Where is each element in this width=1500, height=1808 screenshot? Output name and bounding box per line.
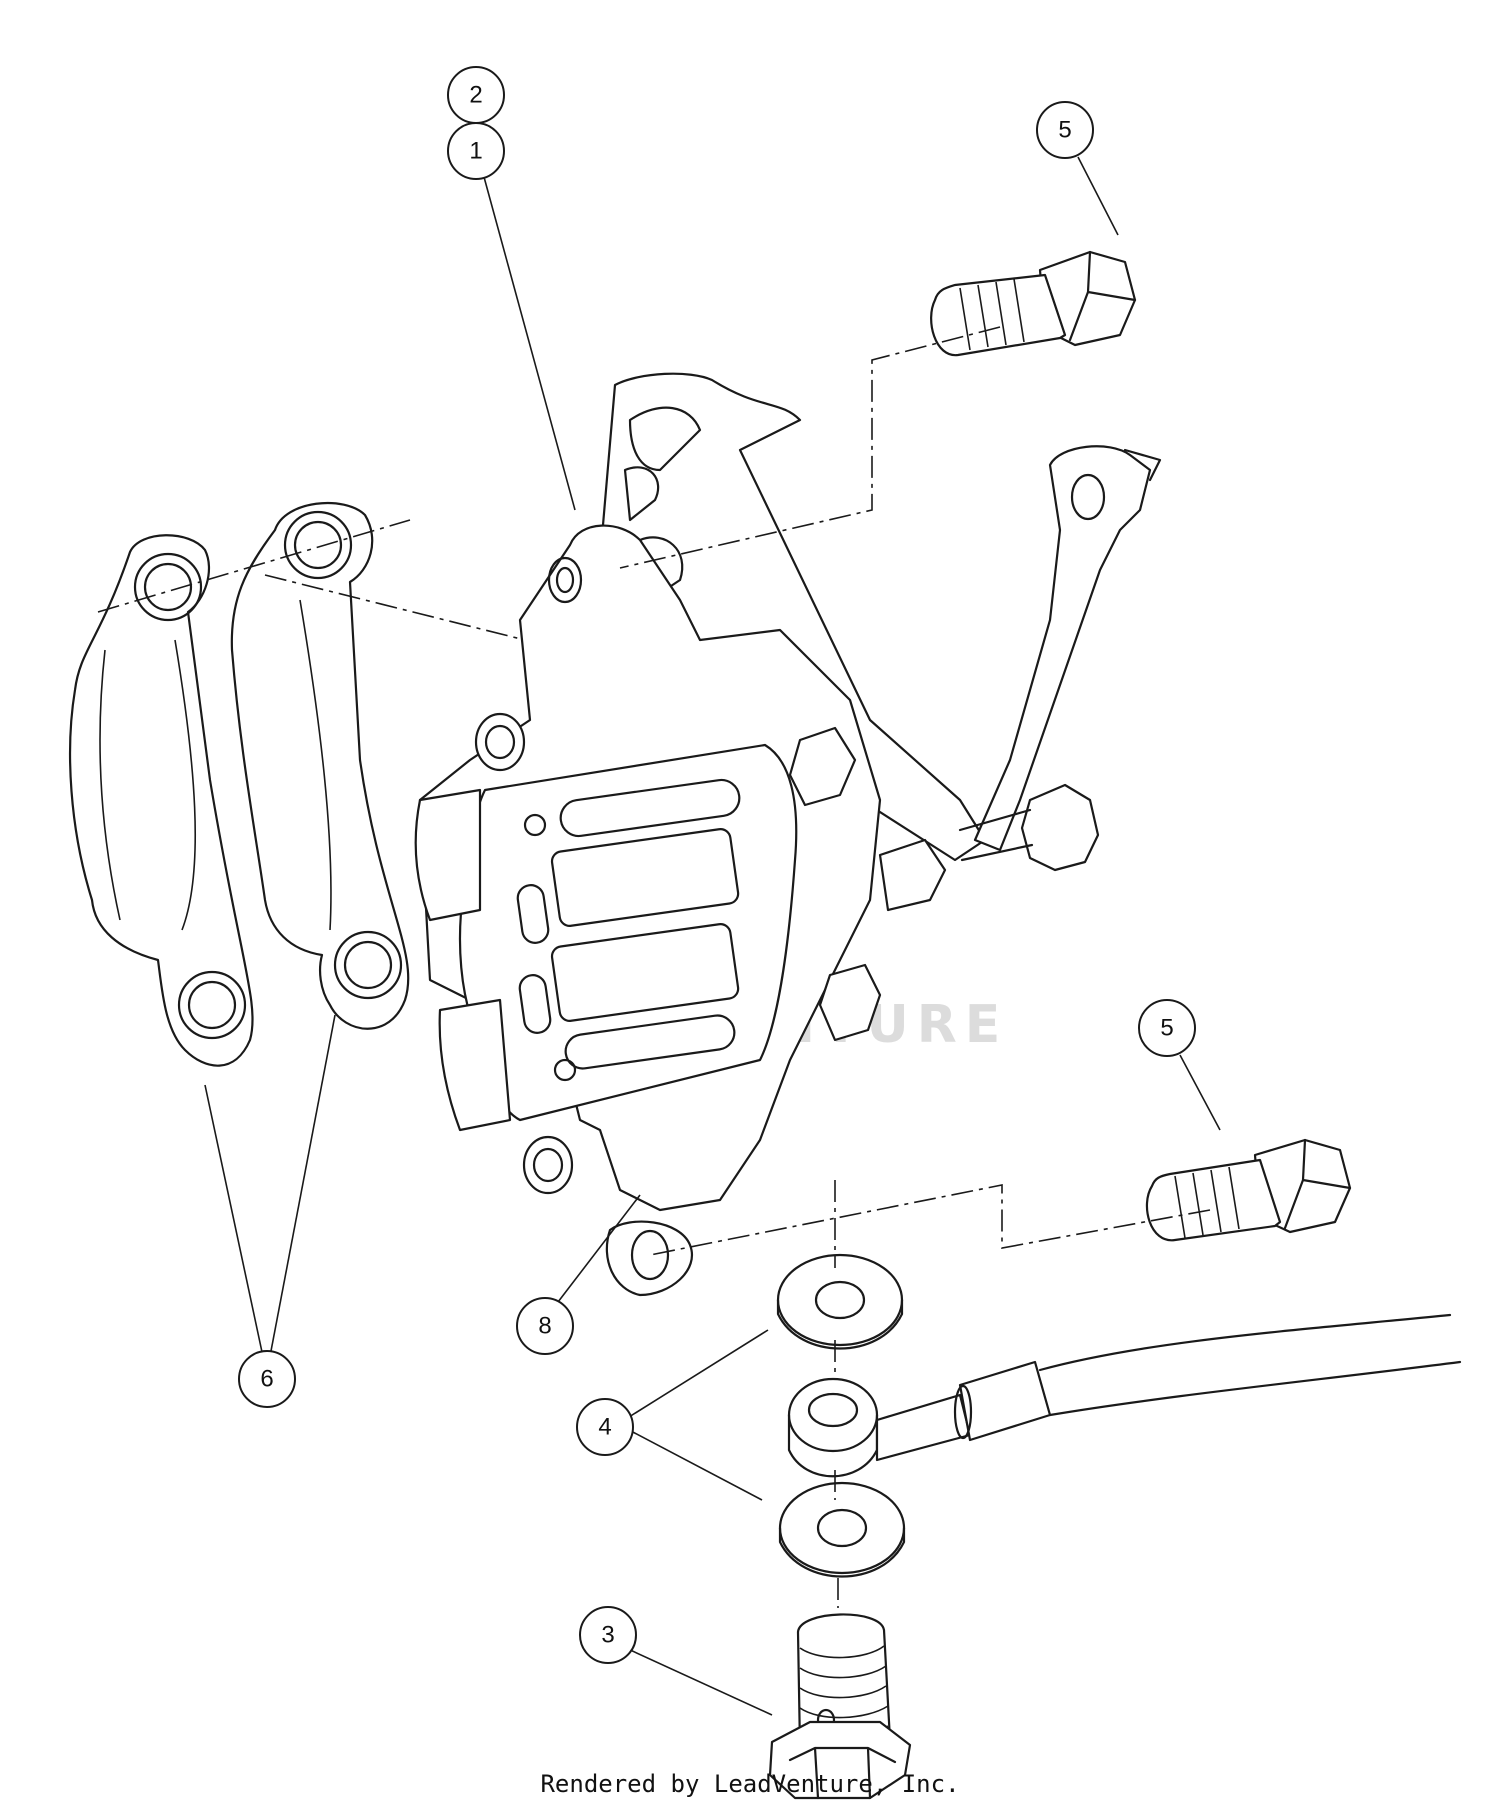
banjo-bolt — [768, 1613, 912, 1800]
callout-1: 1 — [447, 122, 505, 180]
footer-credit: Rendered by LeadVenture, Inc. — [540, 1770, 959, 1798]
leader-4a — [628, 1329, 769, 1418]
svg-text:8: 8 — [538, 1313, 551, 1340]
mounting-bolt-upper — [930, 250, 1137, 357]
leader-3 — [627, 1648, 773, 1716]
banjo-fitting — [787, 1360, 1052, 1478]
lower-bolt-axis-line — [649, 1184, 1211, 1256]
svg-text:4: 4 — [598, 1414, 611, 1441]
callout-5-lower: 5 — [1138, 999, 1196, 1057]
callout-8: 8 — [516, 1297, 574, 1355]
svg-text:1: 1 — [469, 138, 482, 165]
leader-4b — [628, 1429, 763, 1501]
mounting-bolt-lower — [1145, 1138, 1352, 1242]
sealing-washer-lower — [778, 1481, 906, 1578]
leader-5-upper — [1077, 156, 1119, 236]
pad-pin-axis-line — [97, 519, 411, 613]
svg-text:5: 5 — [1160, 1015, 1173, 1042]
svg-text:5: 5 — [1058, 117, 1071, 144]
leader-6a — [204, 1084, 263, 1353]
lever-bolt — [958, 783, 1100, 872]
callout-3: 3 — [579, 1606, 637, 1664]
banjo-bolt-axis-line — [834, 1180, 839, 1608]
brake-pad-inner — [230, 501, 410, 1030]
svg-text:6: 6 — [260, 1366, 273, 1393]
caliper-body — [414, 524, 947, 1297]
callout-6: 6 — [238, 1350, 296, 1408]
svg-text:3: 3 — [601, 1622, 614, 1649]
leader-1 — [483, 176, 576, 511]
callout-5-upper: 5 — [1036, 101, 1094, 159]
callout-2: 2 — [447, 66, 505, 124]
sealing-washer-upper — [776, 1253, 904, 1350]
brake-hose — [1038, 1313, 1452, 1372]
callout-4: 4 — [576, 1398, 634, 1456]
leader-6b — [270, 1014, 336, 1352]
brake-hose-edge — [1048, 1360, 1462, 1417]
upper-bolt-axis-line — [619, 326, 1001, 569]
caliper-lever-arm — [973, 445, 1162, 852]
brake-pad-outer — [68, 534, 254, 1067]
leader-5-lower — [1179, 1054, 1221, 1131]
svg-text:2: 2 — [469, 82, 482, 109]
leader-8 — [557, 1194, 641, 1303]
